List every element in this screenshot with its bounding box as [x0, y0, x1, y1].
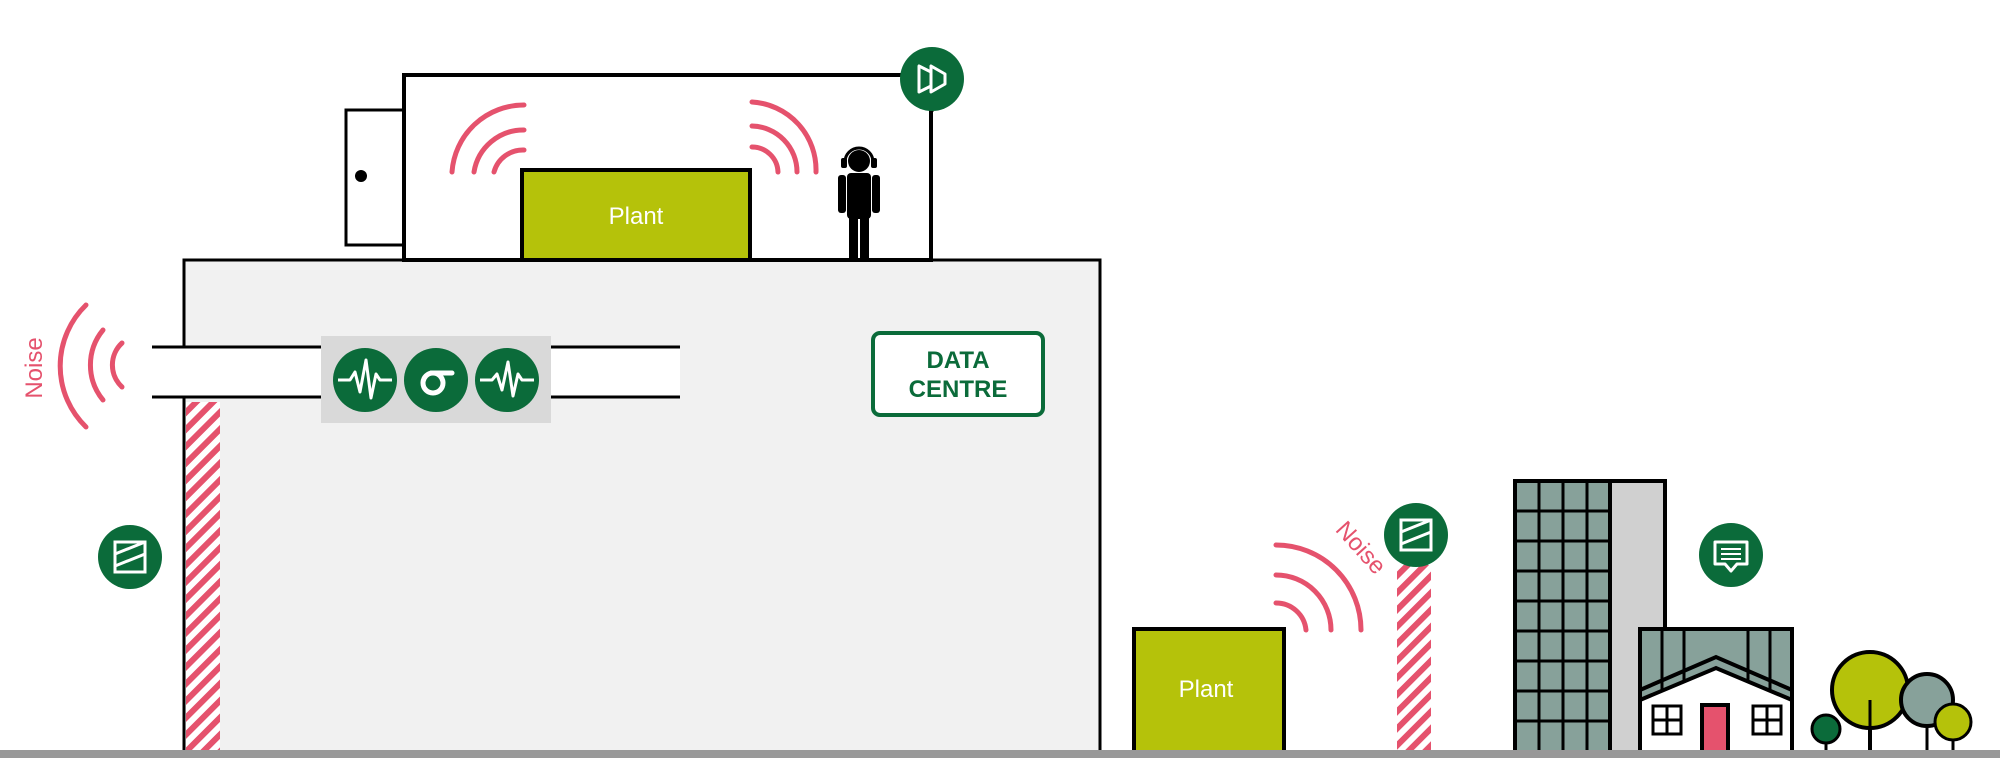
noise-waves-roof-left	[449, 102, 527, 175]
chat-icon	[1699, 523, 1763, 587]
data-centre-label-line1: DATA	[926, 347, 989, 374]
worker-with-ear-defenders	[838, 146, 880, 260]
hatched-barrier-left	[186, 402, 220, 754]
noise-waves-roof-right	[749, 99, 819, 175]
waveform-icon	[333, 348, 397, 412]
house	[1638, 627, 1794, 758]
barrier-icon-left	[98, 525, 162, 589]
noise-waves-left	[57, 302, 125, 430]
sigma-icon	[404, 348, 468, 412]
hatched-barrier-right	[1397, 565, 1431, 755]
noise-waves-ground	[1273, 542, 1364, 633]
trees	[1810, 650, 1973, 756]
data-centre-label-line2: CENTRE	[909, 376, 1008, 403]
door-handle-dot	[355, 170, 367, 182]
noise-label-left: Noise	[21, 337, 48, 398]
roof-plant-box	[520, 168, 752, 262]
ground	[0, 750, 2000, 758]
screen-icon-roof	[900, 47, 964, 112]
waveform-icon	[475, 348, 539, 412]
barrier-icon-right	[1384, 503, 1448, 567]
data-centre-sign	[871, 331, 1045, 417]
roof-side-door-box	[344, 108, 406, 247]
roof-plant-label: Plant	[609, 203, 664, 230]
ground-plant-label: Plant	[1179, 676, 1234, 703]
